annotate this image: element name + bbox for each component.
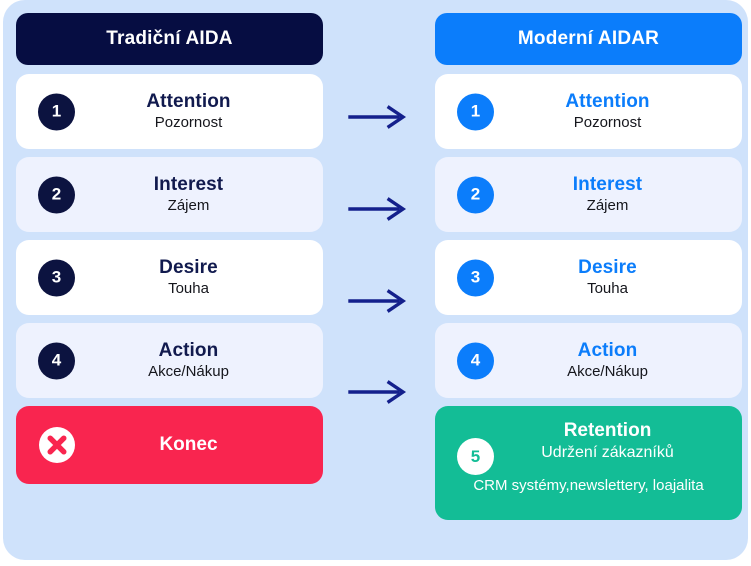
column-traditional-aida: Tradiční AIDA 1 Attention Pozornost 2 In… (16, 13, 323, 492)
step-card-right-2[interactable]: 2 Interest Zájem (435, 157, 742, 232)
retention-note: CRM systémy,newslettery, loajalita (473, 476, 704, 494)
step-card-right-1[interactable]: 1 Attention Pozornost (435, 74, 742, 149)
step-card-right-4[interactable]: 4 Action Akce/Nákup (435, 323, 742, 398)
step-text: Action Akce/Nákup (435, 339, 742, 381)
circle-x-icon (38, 426, 76, 464)
step-number-badge: 4 (457, 342, 494, 379)
step-subtitle: Akce/Nákup (567, 363, 648, 381)
step-title: Interest (153, 174, 224, 196)
step-title: Desire (578, 257, 637, 279)
column-modern-aidar: Moderní AIDAR 1 Attention Pozornost 2 In… (435, 13, 742, 520)
step-card-left-3[interactable]: 3 Desire Touha (16, 240, 323, 315)
retention-card[interactable]: 5 Retention Udržení zákazníků CRM systém… (435, 406, 742, 520)
step-number-badge: 2 (457, 176, 494, 213)
step-number-badge: 2 (38, 176, 75, 213)
step-text: Attention Pozornost (435, 90, 742, 132)
step-title: Action (158, 340, 219, 362)
step-subtitle: Touha (587, 280, 628, 298)
arrow-right-icon (348, 196, 408, 222)
step-text: Desire Touha (435, 256, 742, 298)
step-text: Desire Touha (16, 256, 323, 298)
step-number-badge: 4 (38, 342, 75, 379)
step-subtitle: Pozornost (154, 114, 223, 132)
step-title: Attention (146, 91, 231, 113)
arrow-right-icon (348, 104, 408, 130)
step-number-badge: 1 (457, 93, 494, 130)
step-title: Interest (572, 174, 643, 196)
step-number-badge: 1 (38, 93, 75, 130)
step-subtitle: Zájem (167, 197, 210, 215)
step-text: Interest Zájem (435, 173, 742, 215)
step-text: Attention Pozornost (16, 90, 323, 132)
step-subtitle: Akce/Nákup (148, 363, 229, 381)
retention-text: Retention Udržení zákazníků (435, 419, 742, 463)
step-number-badge: 3 (457, 259, 494, 296)
step-number-badge: 5 (457, 438, 494, 475)
arrow-right-icon (348, 379, 408, 405)
step-card-right-3[interactable]: 3 Desire Touha (435, 240, 742, 315)
step-subtitle: Touha (168, 280, 209, 298)
step-card-left-2[interactable]: 2 Interest Zájem (16, 157, 323, 232)
step-title: Desire (159, 257, 218, 279)
step-text: Action Akce/Nákup (16, 339, 323, 381)
step-subtitle: Zájem (586, 197, 629, 215)
step-text: Interest Zájem (16, 173, 323, 215)
step-title: Action (577, 340, 638, 362)
step-number-badge: 3 (38, 259, 75, 296)
column-header-modern: Moderní AIDAR (435, 13, 742, 65)
step-subtitle: Pozornost (573, 114, 642, 132)
retention-title: Retention (563, 420, 652, 441)
retention-subtitle: Udržení zákazníků (541, 444, 674, 462)
step-card-left-1[interactable]: 1 Attention Pozornost (16, 74, 323, 149)
column-header-traditional: Tradiční AIDA (16, 13, 323, 65)
diagram-panel: Tradiční AIDA 1 Attention Pozornost 2 In… (3, 0, 748, 560)
end-card-konec[interactable]: Konec (16, 406, 323, 484)
step-title: Attention (565, 91, 650, 113)
arrow-right-icon (348, 288, 408, 314)
end-card-label: Konec (159, 434, 218, 455)
step-card-left-4[interactable]: 4 Action Akce/Nákup (16, 323, 323, 398)
